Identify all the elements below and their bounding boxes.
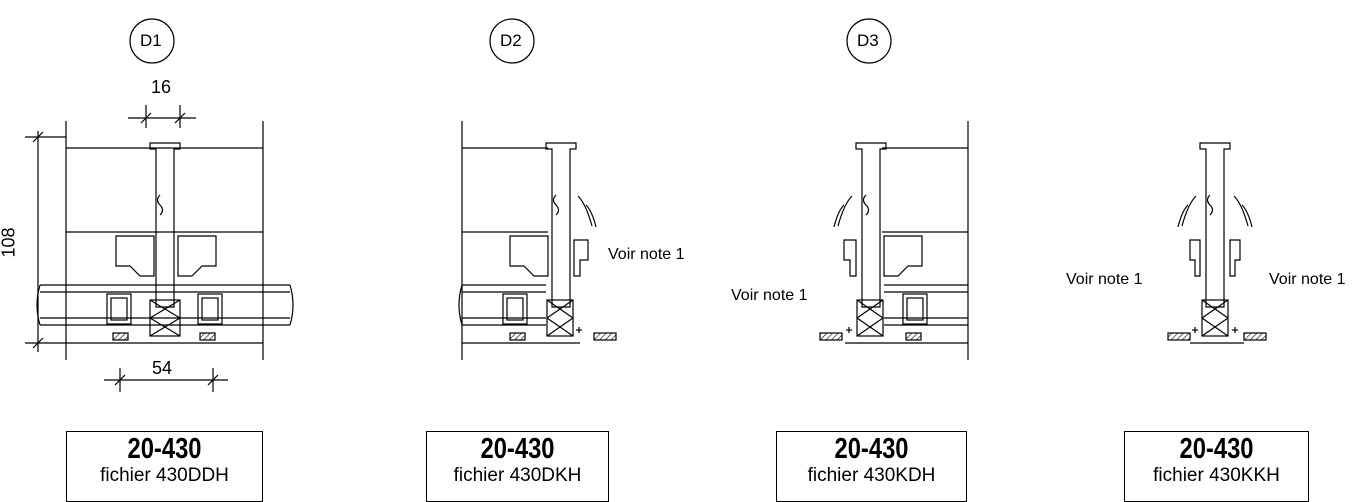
detail-tag-d3: D3 (857, 31, 879, 50)
note-d2: Voir note 1 (608, 246, 685, 263)
detail-tag-circle-d1 (129, 18, 175, 64)
detail-d3-drawing (819, 18, 969, 360)
detail-tag-circle-d3 (846, 18, 892, 64)
dimension-top-width: 16 (151, 77, 172, 97)
dimension-bottom-width: 54 (152, 358, 173, 378)
label-box-d3: 20-430 fichier 430KDH (776, 431, 967, 502)
note-d3: Voir note 1 (731, 287, 808, 304)
label-box-d4: 20-430 fichier 430KKH (1124, 431, 1309, 502)
detail-d2-drawing (458, 18, 617, 360)
note-d4-right: Voir note 1 (1269, 271, 1346, 288)
detail-d1-drawing (25, 18, 294, 392)
label-file: fichier 430DKH (453, 465, 582, 486)
detail-tag-d2: D2 (500, 31, 522, 50)
label-code: 20-430 (1179, 433, 1254, 465)
label-file: fichier 430KDH (807, 465, 936, 486)
label-file: fichier 430KKH (1153, 465, 1280, 486)
label-code: 20-430 (127, 433, 202, 465)
label-code: 20-430 (480, 433, 555, 465)
label-file: fichier 430DDH (100, 465, 229, 486)
label-code: 20-430 (834, 433, 909, 465)
note-d4-left: Voir note 1 (1066, 271, 1143, 288)
label-box-d2: 20-430 fichier 430DKH (426, 431, 609, 502)
dimension-height: 108 (0, 227, 19, 258)
detail-tag-circle-d2 (489, 18, 535, 64)
label-box-d1: 20-430 fichier 430DDH (66, 431, 263, 502)
detail-tag-d1: D1 (140, 31, 162, 50)
detail-d4-drawing (1167, 142, 1267, 344)
